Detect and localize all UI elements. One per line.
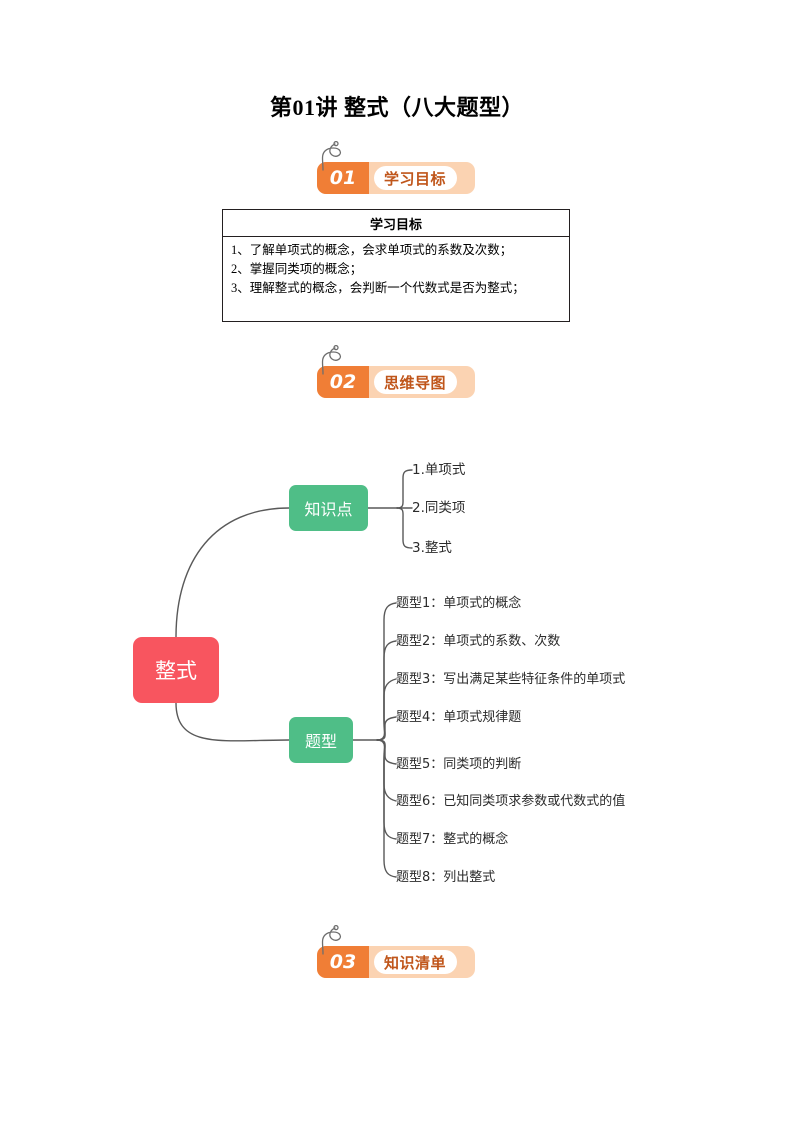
objectives-row: 1、了解单项式的概念，会求单项式的系数及次数； (231, 243, 513, 257)
section-badge-03-number-block: 03 (317, 946, 369, 978)
mindmap-root-node: 整式 (133, 637, 219, 703)
mindmap-leaf-questiontype-5: 题型5：同类项的判断 (396, 757, 522, 772)
section-badge-02-number: 02 (329, 371, 357, 393)
section-badge-01-number-block: 01 (317, 162, 369, 194)
mindmap-connectors (175, 469, 413, 878)
section-badge-01-number: 01 (329, 167, 357, 189)
mindmap-leaf-questiontype-3: 题型3：写出满足某些特征条件的单项式 (396, 672, 626, 687)
mindmap-leaf-questiontype-8: 题型8：列出整式 (396, 870, 496, 885)
section-badge-01-pill: 学习目标 (374, 166, 458, 190)
section-badge-03: 03 知识清单 (317, 925, 475, 978)
mindmap-leaf-questiontype-7: 题型7：整式的概念 (396, 832, 509, 847)
section-badge-01: 01 学习目标 (317, 141, 475, 194)
objectives-table: 学习目标 1、了解单项式的概念，会求单项式的系数及次数； 2、掌握同类项的概念；… (222, 209, 570, 322)
mindmap-branch-questiontypes-label: 题型 (304, 732, 337, 751)
section-badge-03-label: 知识清单 (384, 953, 447, 972)
mindmap-branch-knowledge-label: 知识点 (304, 500, 353, 519)
mindmap-branch-questiontypes: 题型 (289, 717, 353, 763)
mindmap-leaf-knowledge-1: 1.单项式 (412, 462, 466, 478)
section-badge-02-label: 思维导图 (384, 373, 447, 392)
mindmap-leaf-questiontype-2: 题型2：单项式的系数、次数 (396, 634, 561, 649)
objectives-table-body: 1、了解单项式的概念，会求单项式的系数及次数； 2、掌握同类项的概念； 3、理解… (223, 237, 569, 298)
mindmap-branch-knowledge: 知识点 (289, 485, 368, 531)
mindmap-leaf-knowledge-2: 2.同类项 (412, 500, 466, 516)
mindmap-leaf-knowledge-3: 3.整式 (412, 540, 452, 556)
objectives-row: 2、掌握同类项的概念； (231, 262, 363, 276)
section-badge-03-number: 03 (329, 951, 357, 973)
section-badge-01-label: 学习目标 (384, 169, 447, 188)
mindmap-diagram: 整式 知识点 1.单项式 2.同类项 3.整式 题型 题型1：单项式的概念 题型… (0, 430, 794, 910)
mindmap-root-label: 整式 (155, 659, 197, 683)
page-title: 第01讲 整式（八大题型） (269, 95, 524, 120)
mindmap-leaf-questiontype-6: 题型6：已知同类项求参数或代数式的值 (396, 794, 626, 809)
mindmap-leaf-questiontype-1: 题型1：单项式的概念 (396, 596, 522, 611)
section-badge-02: 02 思维导图 (317, 345, 475, 398)
section-badge-03-pill: 知识清单 (374, 950, 458, 974)
section-badge-02-pill: 思维导图 (374, 370, 458, 394)
objectives-table-header: 学习目标 (223, 210, 569, 237)
objectives-row: 3、理解整式的概念，会判断一个代数式是否为整式； (231, 281, 525, 295)
mindmap-leaf-questiontype-4: 题型4：单项式规律题 (396, 710, 522, 725)
section-badge-02-number-block: 02 (317, 366, 369, 398)
